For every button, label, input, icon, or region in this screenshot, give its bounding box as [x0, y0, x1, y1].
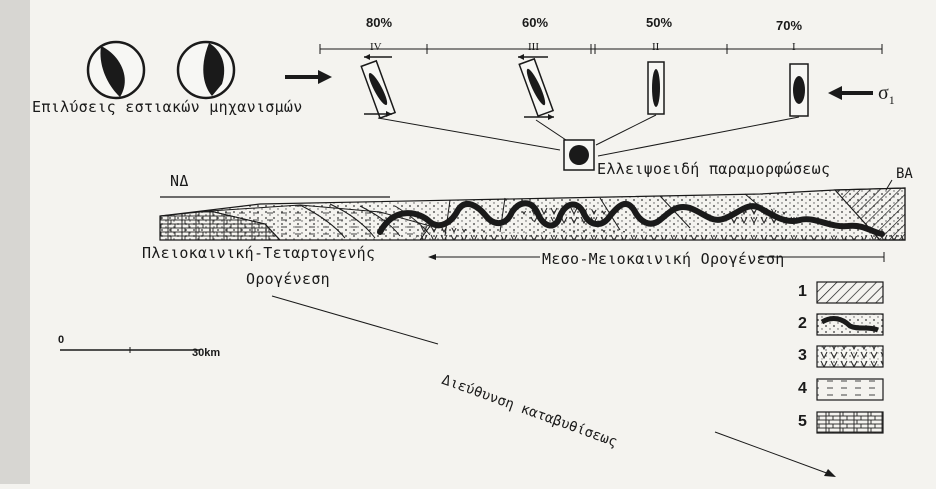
segment-percent-IV: 80% — [366, 15, 392, 30]
sigma-label: σ1 — [878, 82, 895, 108]
plio-quaternary-label: Πλειοκαινική-Τεταρτογενής — [142, 244, 375, 262]
legend-box-2 — [817, 314, 883, 335]
left-margin-shade — [0, 0, 30, 484]
legend-box-5 — [817, 412, 883, 433]
cross-section — [160, 180, 905, 240]
segment-roman-I: I — [792, 41, 796, 53]
reference-strain-box — [564, 140, 594, 170]
legend-boxes — [817, 282, 883, 433]
segment-roman-IV: IV — [370, 41, 382, 53]
strain-box-I — [790, 64, 808, 116]
focal-mechanisms-label: Επιλύσεις εστιακών μηχανισμών — [32, 98, 303, 116]
scale-start-label: 0 — [58, 334, 64, 346]
sw-label: ΝΔ — [170, 172, 189, 190]
segment-roman-III: III — [528, 41, 539, 53]
compression-arrow-right — [828, 86, 873, 100]
strain-box-III — [518, 54, 554, 120]
segment-percent-I: 70% — [776, 18, 802, 33]
legend-box-4 — [817, 379, 883, 400]
segment-percent-II: 50% — [646, 15, 672, 30]
beachball-1 — [88, 42, 144, 98]
legend-number-4: 4 — [798, 380, 807, 398]
legend-number-2: 2 — [798, 315, 807, 333]
legend-number-1: 1 — [798, 283, 807, 301]
legend-number-5: 5 — [798, 413, 807, 431]
compression-arrow-left — [285, 70, 332, 84]
legend-number-3: 3 — [798, 347, 807, 365]
segment-roman-II: II — [652, 41, 659, 53]
scale-bar — [60, 347, 200, 353]
segment-percent-III: 60% — [522, 15, 548, 30]
scale-end-label: 30km — [192, 347, 220, 359]
strain-ellipses-label: Ελλειψοειδή παραμορφώσεως — [597, 160, 830, 178]
subduction-arrow — [272, 296, 836, 477]
ne-label: ΒΑ — [896, 166, 913, 182]
beachball-2 — [178, 42, 234, 98]
strain-box-IV — [361, 54, 395, 118]
legend-box-3 — [817, 346, 883, 367]
segment-line — [320, 44, 882, 54]
legend-box-1 — [817, 282, 883, 303]
plio-quaternary-label-line2: Ορογένεση — [246, 270, 330, 288]
meso-miocene-label: Μεσο-Μειοκαινική Ορογένεση — [542, 250, 785, 268]
strain-box-II — [648, 62, 664, 114]
